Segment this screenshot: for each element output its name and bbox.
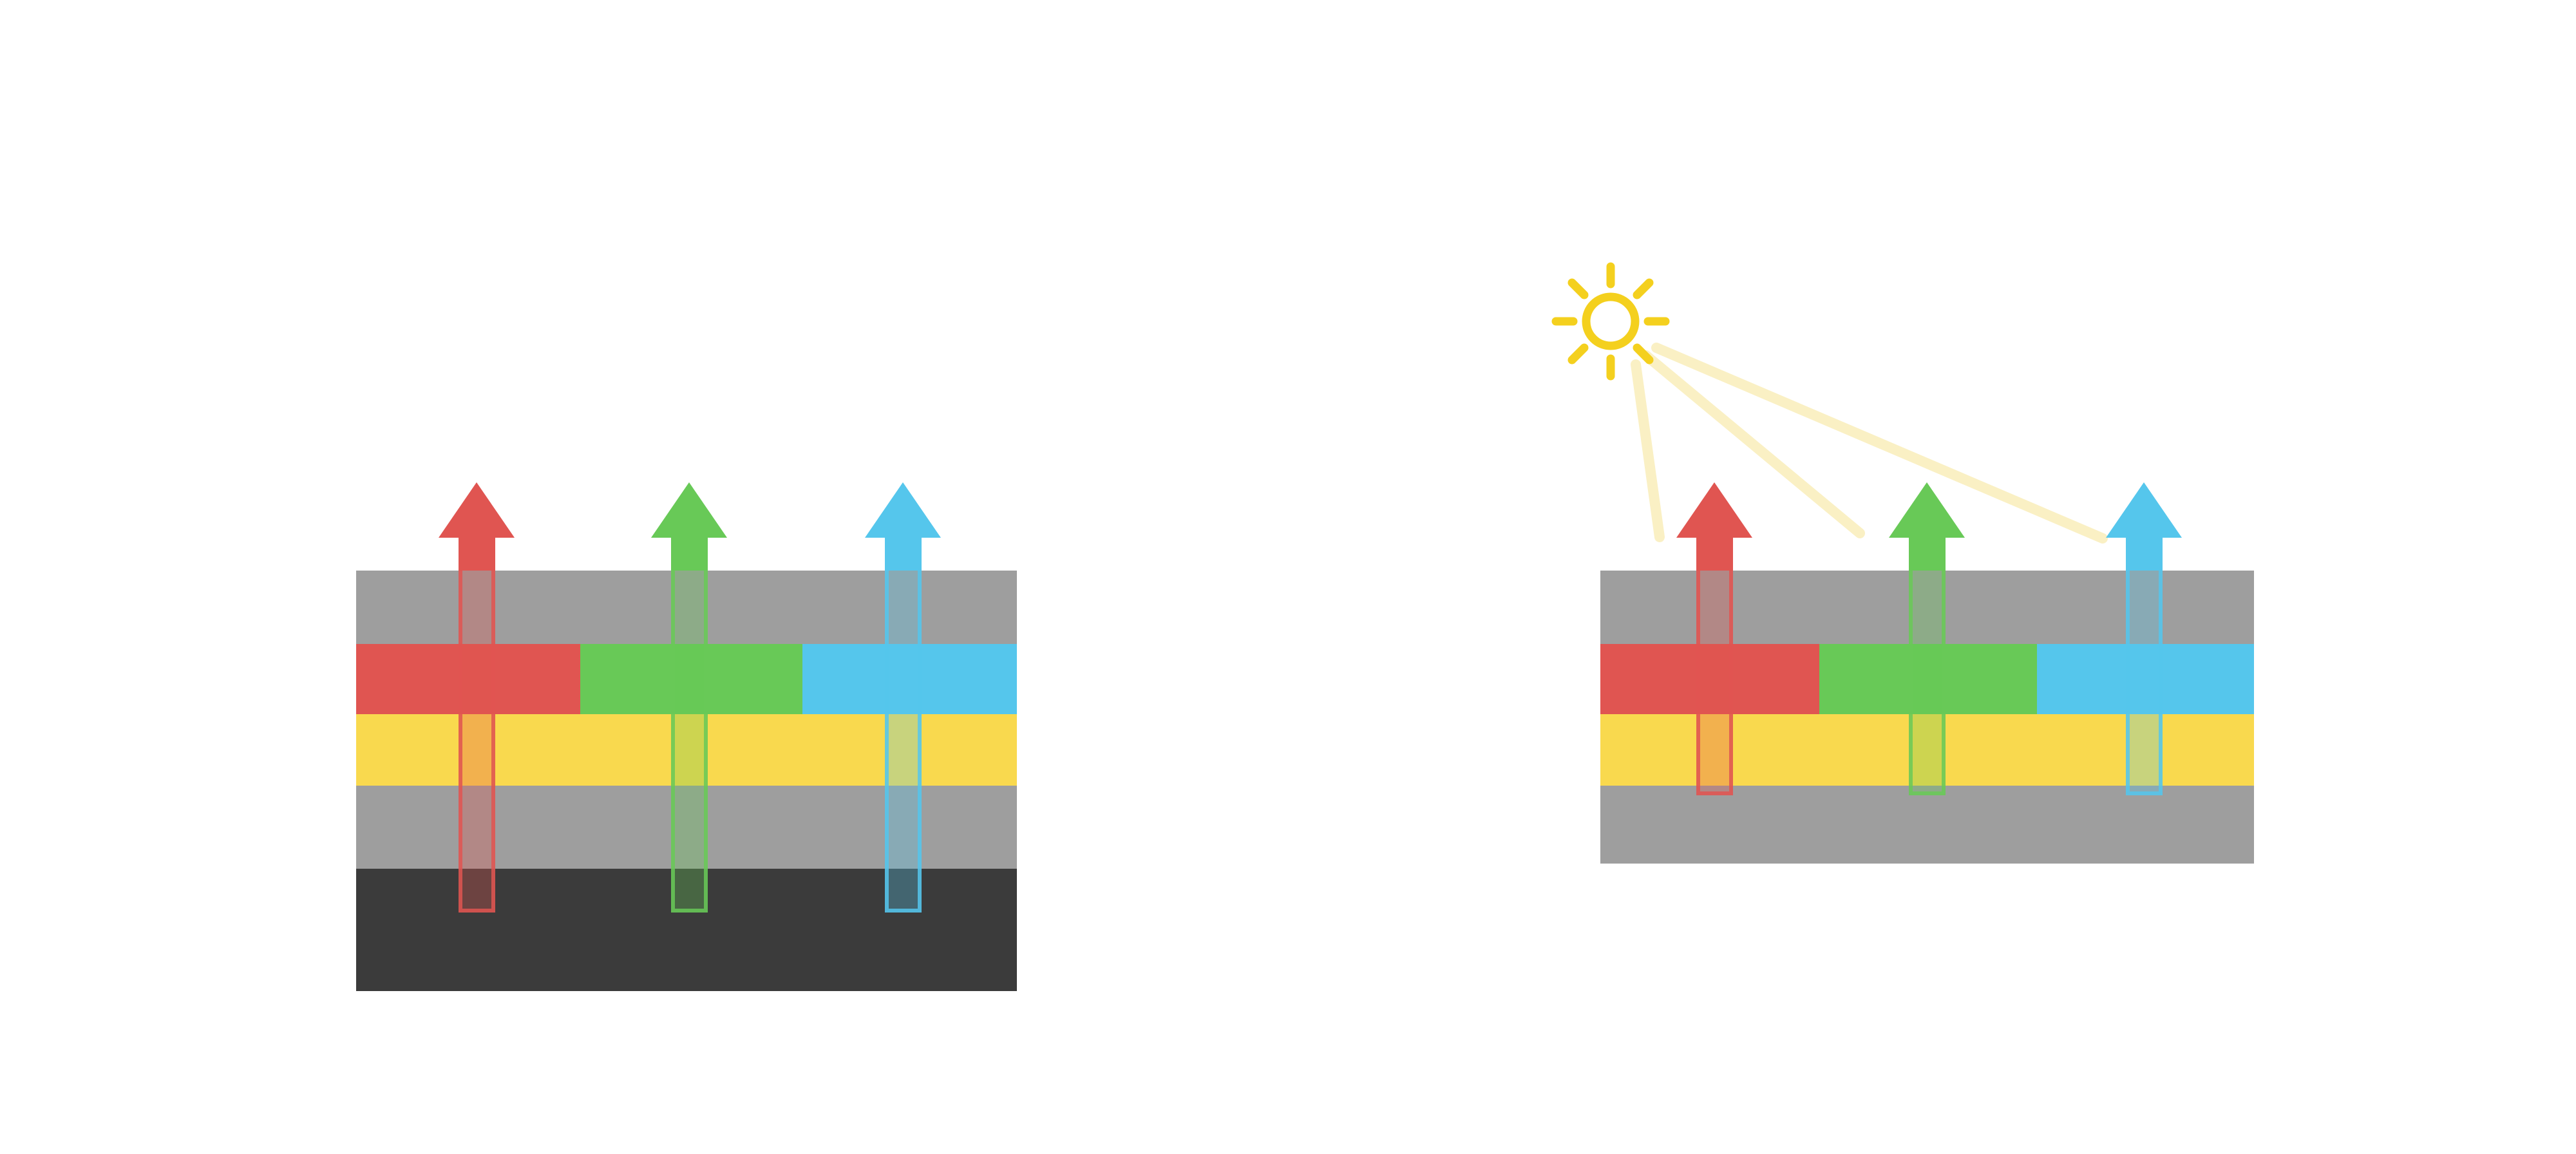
right-cyan-arrow-head <box>2106 482 2182 538</box>
left-gray-lower-layer <box>356 786 1017 869</box>
left-cyan-arrow-head <box>865 482 941 538</box>
right-layer-stack <box>1600 571 2254 864</box>
right-gray-lower-layer <box>1600 786 2254 864</box>
right-rgb-subpixel-layer <box>1600 644 2254 714</box>
right-green-arrow-shaft <box>1909 571 1946 795</box>
right-red-subpixel <box>1600 644 1819 714</box>
sun-icon <box>1551 262 1670 381</box>
left-layer-stack <box>356 571 1017 991</box>
left-red-subpixel <box>356 644 580 714</box>
left-green-arrow-shaft <box>671 571 708 913</box>
light-beam-1 <box>1631 359 1665 542</box>
right-green-arrow-head <box>1889 482 1965 538</box>
left-cyan-subpixel <box>802 644 1017 714</box>
left-green-arrow-head <box>651 482 727 538</box>
left-red-arrow-head <box>439 482 515 538</box>
right-yellow-layer <box>1600 714 2254 786</box>
right-gray-top-layer <box>1600 571 2254 644</box>
left-green-subpixel <box>580 644 802 714</box>
right-cyan-subpixel <box>2037 644 2254 714</box>
left-rgb-subpixel-layer <box>356 644 1017 714</box>
right-green-subpixel <box>1819 644 2037 714</box>
left-gray-top-layer <box>356 571 1017 644</box>
left-yellow-layer <box>356 714 1017 786</box>
left-dark-base-layer <box>356 869 1017 991</box>
right-red-arrow-head <box>1676 482 1752 538</box>
left-cyan-arrow-shaft <box>885 571 922 913</box>
left-red-arrow-shaft <box>459 571 495 913</box>
right-cyan-arrow-shaft <box>2126 571 2163 795</box>
right-red-arrow-shaft <box>1696 571 1733 795</box>
